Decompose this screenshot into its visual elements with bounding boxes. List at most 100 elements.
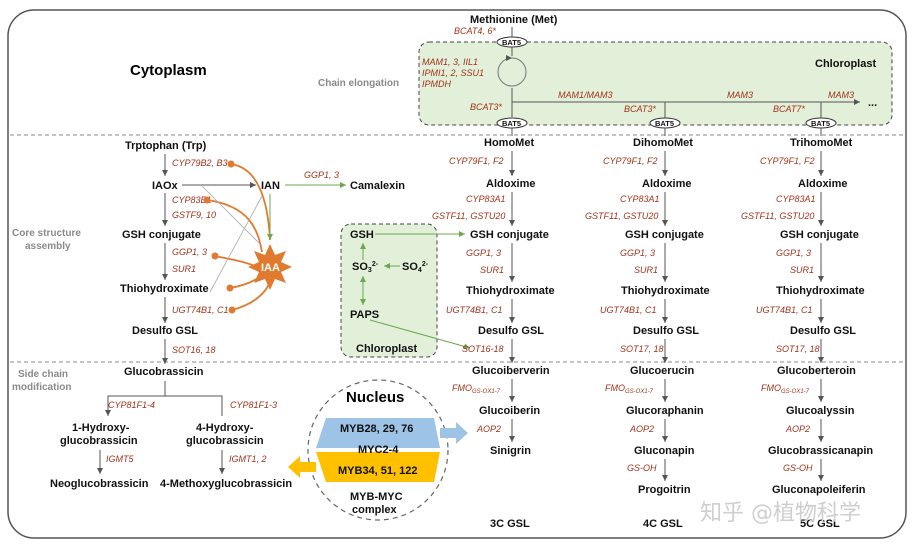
enz-cyp79b2: CYP79B2, B3: [172, 158, 228, 168]
chain-elongation-label: Chain elongation: [318, 78, 399, 89]
nucleus-circle: [307, 379, 449, 521]
enz-igmt12: IGMT1, 2: [229, 454, 267, 464]
glucoiberverin-label: Glucoiberverin: [472, 365, 550, 377]
myb34-band: [316, 452, 440, 482]
dihomomet-label: DihomoMet: [633, 137, 693, 149]
so3-label: SO32-: [352, 261, 379, 274]
enz-sot1718-5c: SOT17, 18: [776, 344, 820, 354]
ian-label: IAN: [261, 180, 280, 192]
enz-ggp13-indolic: GGP1, 3: [172, 247, 207, 257]
thio-indolic: Thiohydroximate: [120, 283, 209, 295]
elongation-cycle: [497, 55, 527, 87]
thio-4c: Thiohydroximate: [621, 285, 710, 297]
aldoxime-5c: Aldoxime: [798, 178, 848, 190]
camalexin-label: Camalexin: [350, 180, 405, 192]
gsh-conj-3c: GSH conjugate: [470, 229, 549, 241]
side-label-1: Side chain: [18, 369, 68, 380]
enz-cyp79f-4c: CYP79F1, F2: [603, 156, 658, 166]
bat5-transporter-homomet: BAT5: [496, 117, 528, 129]
nucleus-label: Nucleus: [346, 389, 404, 406]
enz-aop2-4c: AOP2: [629, 424, 654, 434]
gluconapoleiferin-label: Gluconapoleiferin: [772, 484, 866, 496]
watermark: 知乎 @植物科学: [700, 501, 861, 526]
progoitrin-label: Progoitrin: [638, 484, 691, 496]
enz-cyp79f-3c: CYP79F1, F2: [449, 156, 504, 166]
svg-text:BAT5: BAT5: [502, 38, 521, 47]
enz-gstf11-3c: GSTF11, GSTU20: [432, 211, 505, 221]
gluconapin-label: Gluconapin: [634, 445, 695, 457]
enz-sur1-3c: SUR1: [480, 265, 504, 275]
neoglucobrassicin-label: Neoglucobrassicin: [50, 478, 149, 490]
core-label-2: assembly: [25, 241, 71, 252]
chain-ellipsis: ...: [868, 97, 877, 109]
cytoplasm-label: Cytoplasm: [130, 62, 207, 79]
enz-ipmi: IPMI1, 2, SSU1: [422, 68, 484, 78]
enz-mam3a: MAM3: [727, 90, 753, 100]
enz-gstf910: GSTF9, 10: [172, 210, 216, 220]
enz-gsoh-5c: GS-OH: [783, 463, 813, 473]
enz-cyp79f-5c: CYP79F1, F2: [760, 156, 815, 166]
chloroplast-mid-label: Chloroplast: [356, 343, 417, 355]
glucoberteroin-label: Glucoberteroin: [777, 365, 856, 377]
enz-bcat3-b: BCAT3*: [624, 104, 656, 114]
gsh-label: GSH: [350, 229, 374, 241]
gsl-5c-label: 5C GSL: [800, 518, 840, 530]
enz-sur1-4c: SUR1: [634, 265, 658, 275]
myb28-label: MYB28, 29, 76: [340, 423, 413, 435]
bat5-transporter-dihomomet: BAT5: [649, 117, 681, 129]
enz-aop2-3c: AOP2: [476, 424, 501, 434]
enz-sot1618: SOT16, 18: [172, 345, 216, 355]
enz-ugt-indolic: UGT74B1, C1: [172, 305, 229, 315]
chloroplast-top-label: Chloroplast: [815, 58, 876, 70]
trihomomet-label: TrihomoMet: [790, 137, 853, 149]
iaa-star: IAA: [248, 244, 292, 290]
sinigrin-label: Sinigrin: [490, 445, 531, 457]
svg-text:BAT5: BAT5: [502, 119, 521, 128]
methoxy-label: 4-Methoxyglucobrassicin: [160, 478, 292, 490]
enz-sot16-18: SOT16-18: [462, 344, 504, 354]
bat5-transporter-trihomomet: BAT5: [805, 117, 837, 129]
enz-aop2-5c: AOP2: [785, 424, 810, 434]
enz-cyp83a1-5c: CYP83A1: [776, 194, 816, 204]
enz-gstf11-5c: GSTF11, GSTU20: [741, 211, 814, 221]
desulfo-5c: Desulfo GSL: [790, 325, 856, 337]
glucoalyssin-label: Glucoalyssin: [786, 405, 855, 417]
enz-ugt-3c: UGT74B1, C1: [446, 305, 503, 315]
svg-text:IAA: IAA: [261, 262, 280, 274]
chloroplast-mid-box: [340, 223, 438, 358]
indolic-activation-arrow: [288, 456, 316, 478]
enz-cyp83a1-4c: CYP83A1: [620, 194, 660, 204]
glucobrassicanapin-label: Glucobrassicanapin: [768, 445, 873, 457]
enz-fmo-4c: FMOGS-OX1-7: [605, 383, 654, 395]
glucoiberin-label: Glucoiberin: [479, 405, 540, 417]
mybmyc-label-2: complex: [352, 504, 398, 516]
enz-mam1: MAM1, 3, IIL1: [422, 57, 478, 67]
hydroxy1-l2: glucobrassicin: [60, 435, 138, 447]
glucoraphanin-label: Glucoraphanin: [626, 405, 704, 417]
bat5-transporter-top: BAT5: [496, 36, 528, 48]
enz-ugt-4c: UGT74B1, C1: [600, 305, 657, 315]
enz-cyp83a1-3c: CYP83A1: [466, 194, 506, 204]
enz-cyp83b1: CYP83B1: [172, 195, 212, 205]
iaox-label: IAOx: [152, 180, 179, 192]
side-label-2: modification: [12, 382, 71, 393]
myb34-label: MYB34, 51, 122: [338, 465, 418, 477]
svg-text:BAT5: BAT5: [811, 119, 830, 128]
enz-cyp81f14: CYP81F1-4: [108, 400, 155, 410]
thio-5c: Thiohydroximate: [776, 285, 865, 297]
aldoxime-3c: Aldoxime: [486, 178, 536, 190]
thio-3c: Thiohydroximate: [466, 285, 555, 297]
enz-bcat3: BCAT3*: [470, 102, 502, 112]
enz-sot1718-4c: SOT17, 18: [620, 344, 664, 354]
gsh-conj-indolic: GSH conjugate: [122, 229, 201, 241]
hydroxy4-l1: 4-Hydroxy-: [196, 422, 254, 434]
gsh-conj-5c: GSH conjugate: [780, 229, 859, 241]
enz-mam13: MAM1/MAM3: [558, 90, 613, 100]
desulfo-indolic: Desulfo GSL: [132, 325, 198, 337]
enz-sur1-5c: SUR1: [790, 265, 814, 275]
enz-fmo-3c: FMOGS-OX1-7: [452, 383, 501, 395]
enz-sur1-indolic: SUR1: [172, 264, 196, 274]
enz-ggp13-camalexin: GGP1, 3: [304, 170, 339, 180]
gsl-4c-label: 4C GSL: [643, 518, 683, 530]
core-label-1: Core structure: [12, 228, 81, 239]
